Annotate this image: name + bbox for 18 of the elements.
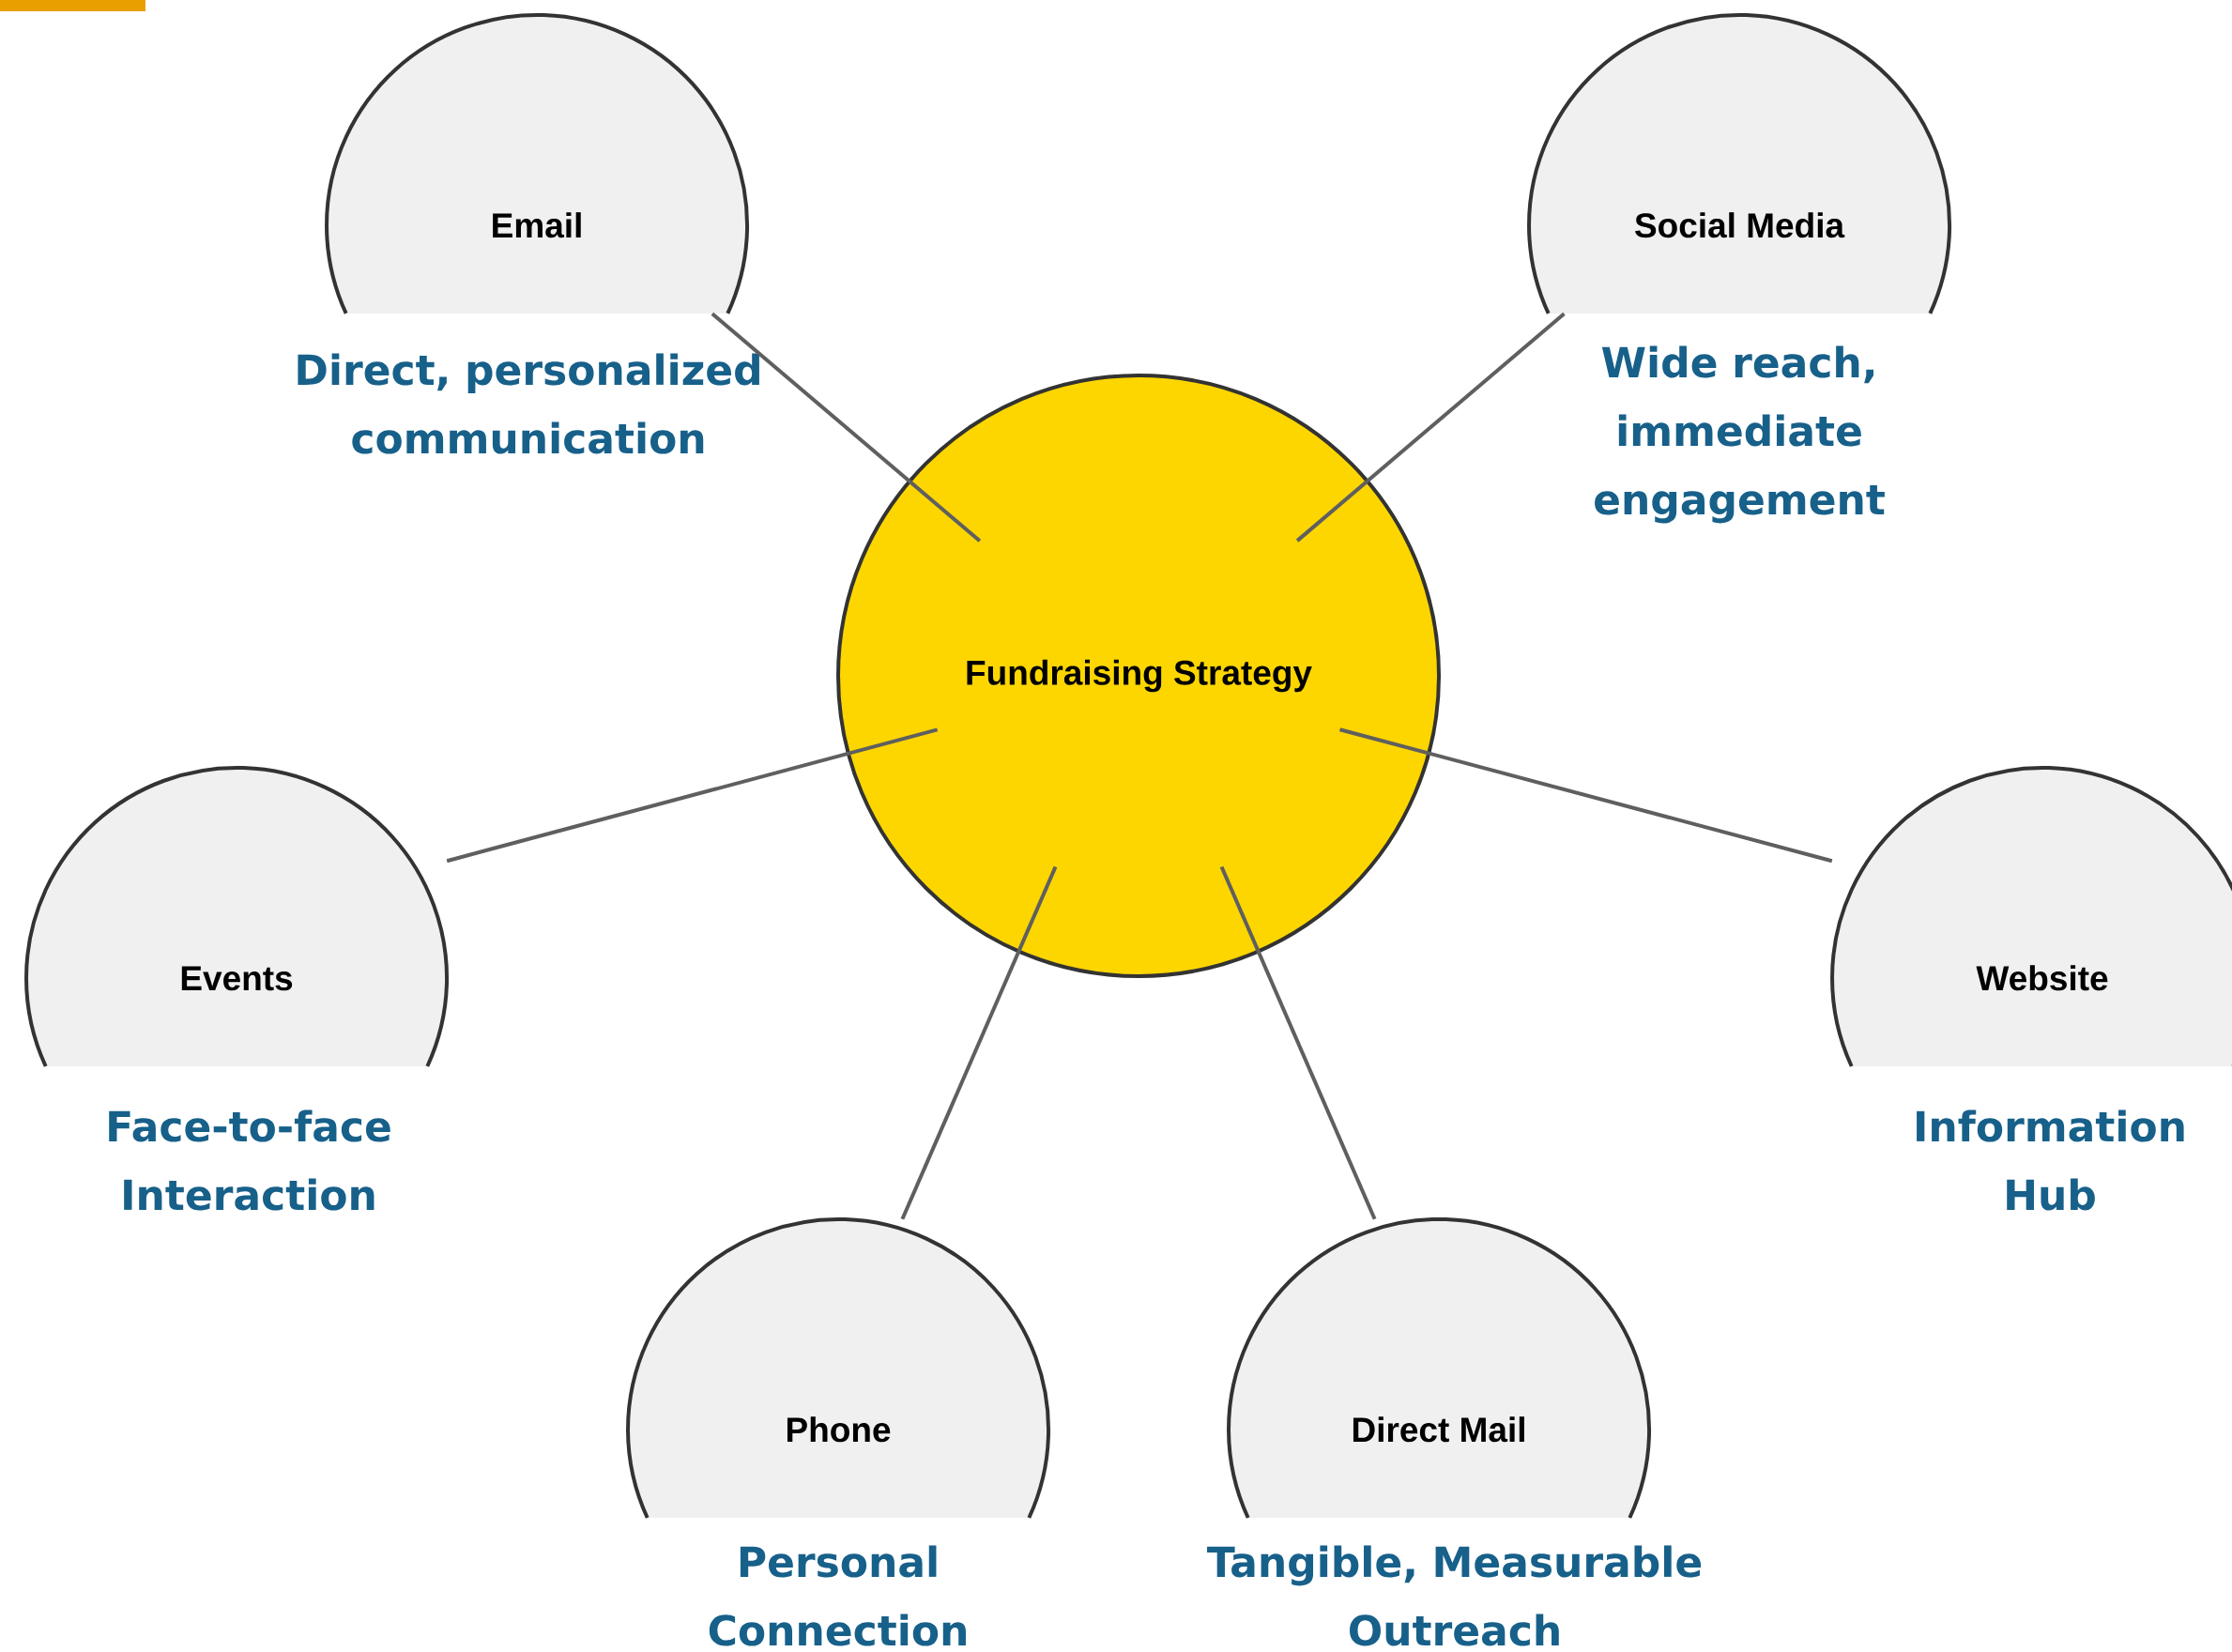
description-text: Direct, personalized communication xyxy=(298,353,759,454)
circle-node: Phone xyxy=(626,1217,1050,1519)
description-text: Face-to-face Interaction xyxy=(109,1109,390,1211)
description-text: Tangible, Measurable Outreach xyxy=(1207,1545,1702,1646)
connector-line xyxy=(1219,865,1377,1220)
circle-node: Events xyxy=(24,766,449,1067)
circle-node: Email xyxy=(325,13,749,314)
connector-line xyxy=(1339,727,1833,864)
circle-node: Website xyxy=(1830,766,2232,1067)
connector-line xyxy=(1295,312,1566,543)
description-text: Wide reach, immediate engagement xyxy=(1595,345,1885,524)
circle-node: Social Media xyxy=(1527,13,1951,314)
circle-node: Direct Mail xyxy=(1227,1217,1651,1519)
connector-line xyxy=(446,727,939,864)
description-text: Information Hub xyxy=(1917,1109,2184,1211)
description-text: Personal Connection xyxy=(709,1545,966,1646)
connector-line xyxy=(900,865,1058,1220)
connector-line xyxy=(711,312,982,543)
